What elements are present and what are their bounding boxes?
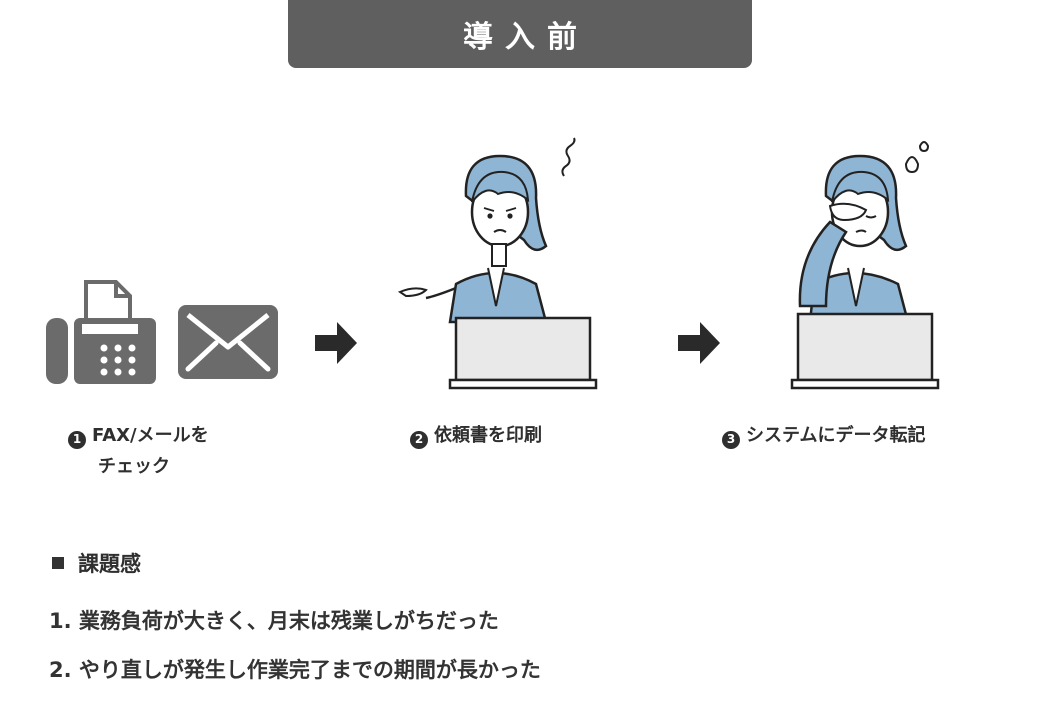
- step-number-badge: 1: [68, 430, 86, 449]
- step-number-badge: 3: [722, 430, 740, 449]
- issues-heading-text: 課題感: [78, 552, 141, 576]
- woman-headache-illustration: [790, 141, 940, 390]
- issue-item-2: 2. やり直しが発生し作業完了までの期間が長かった: [49, 658, 541, 682]
- step-caption-text: FAX/メールを: [92, 425, 209, 446]
- step-caption-2: 2 依頼書を印刷: [410, 420, 542, 451]
- woman-confused-illustration: [397, 137, 598, 390]
- arrow-right-icon: [678, 322, 720, 364]
- header-banner: 導入前: [288, 0, 752, 68]
- issues-heading: 課題感: [52, 548, 141, 578]
- issue-item-1: 1. 業務負荷が大きく、月末は残業しがちだった: [49, 609, 499, 633]
- step-caption-text: システムにデータ転記: [746, 425, 926, 446]
- step-number-badge: 2: [410, 430, 428, 449]
- step-caption-3: 3 システムにデータ転記: [722, 420, 925, 451]
- page-title: 導入前: [463, 20, 589, 55]
- step-caption-1: 1 FAX/メールを チェック: [68, 420, 209, 482]
- step-caption-text: チェック: [98, 456, 170, 477]
- fax-icon: [46, 280, 156, 384]
- step-caption-text: 依頼書を印刷: [434, 425, 542, 446]
- envelope-icon: [178, 305, 278, 379]
- arrow-right-icon: [315, 322, 357, 364]
- square-bullet-icon: [52, 557, 64, 569]
